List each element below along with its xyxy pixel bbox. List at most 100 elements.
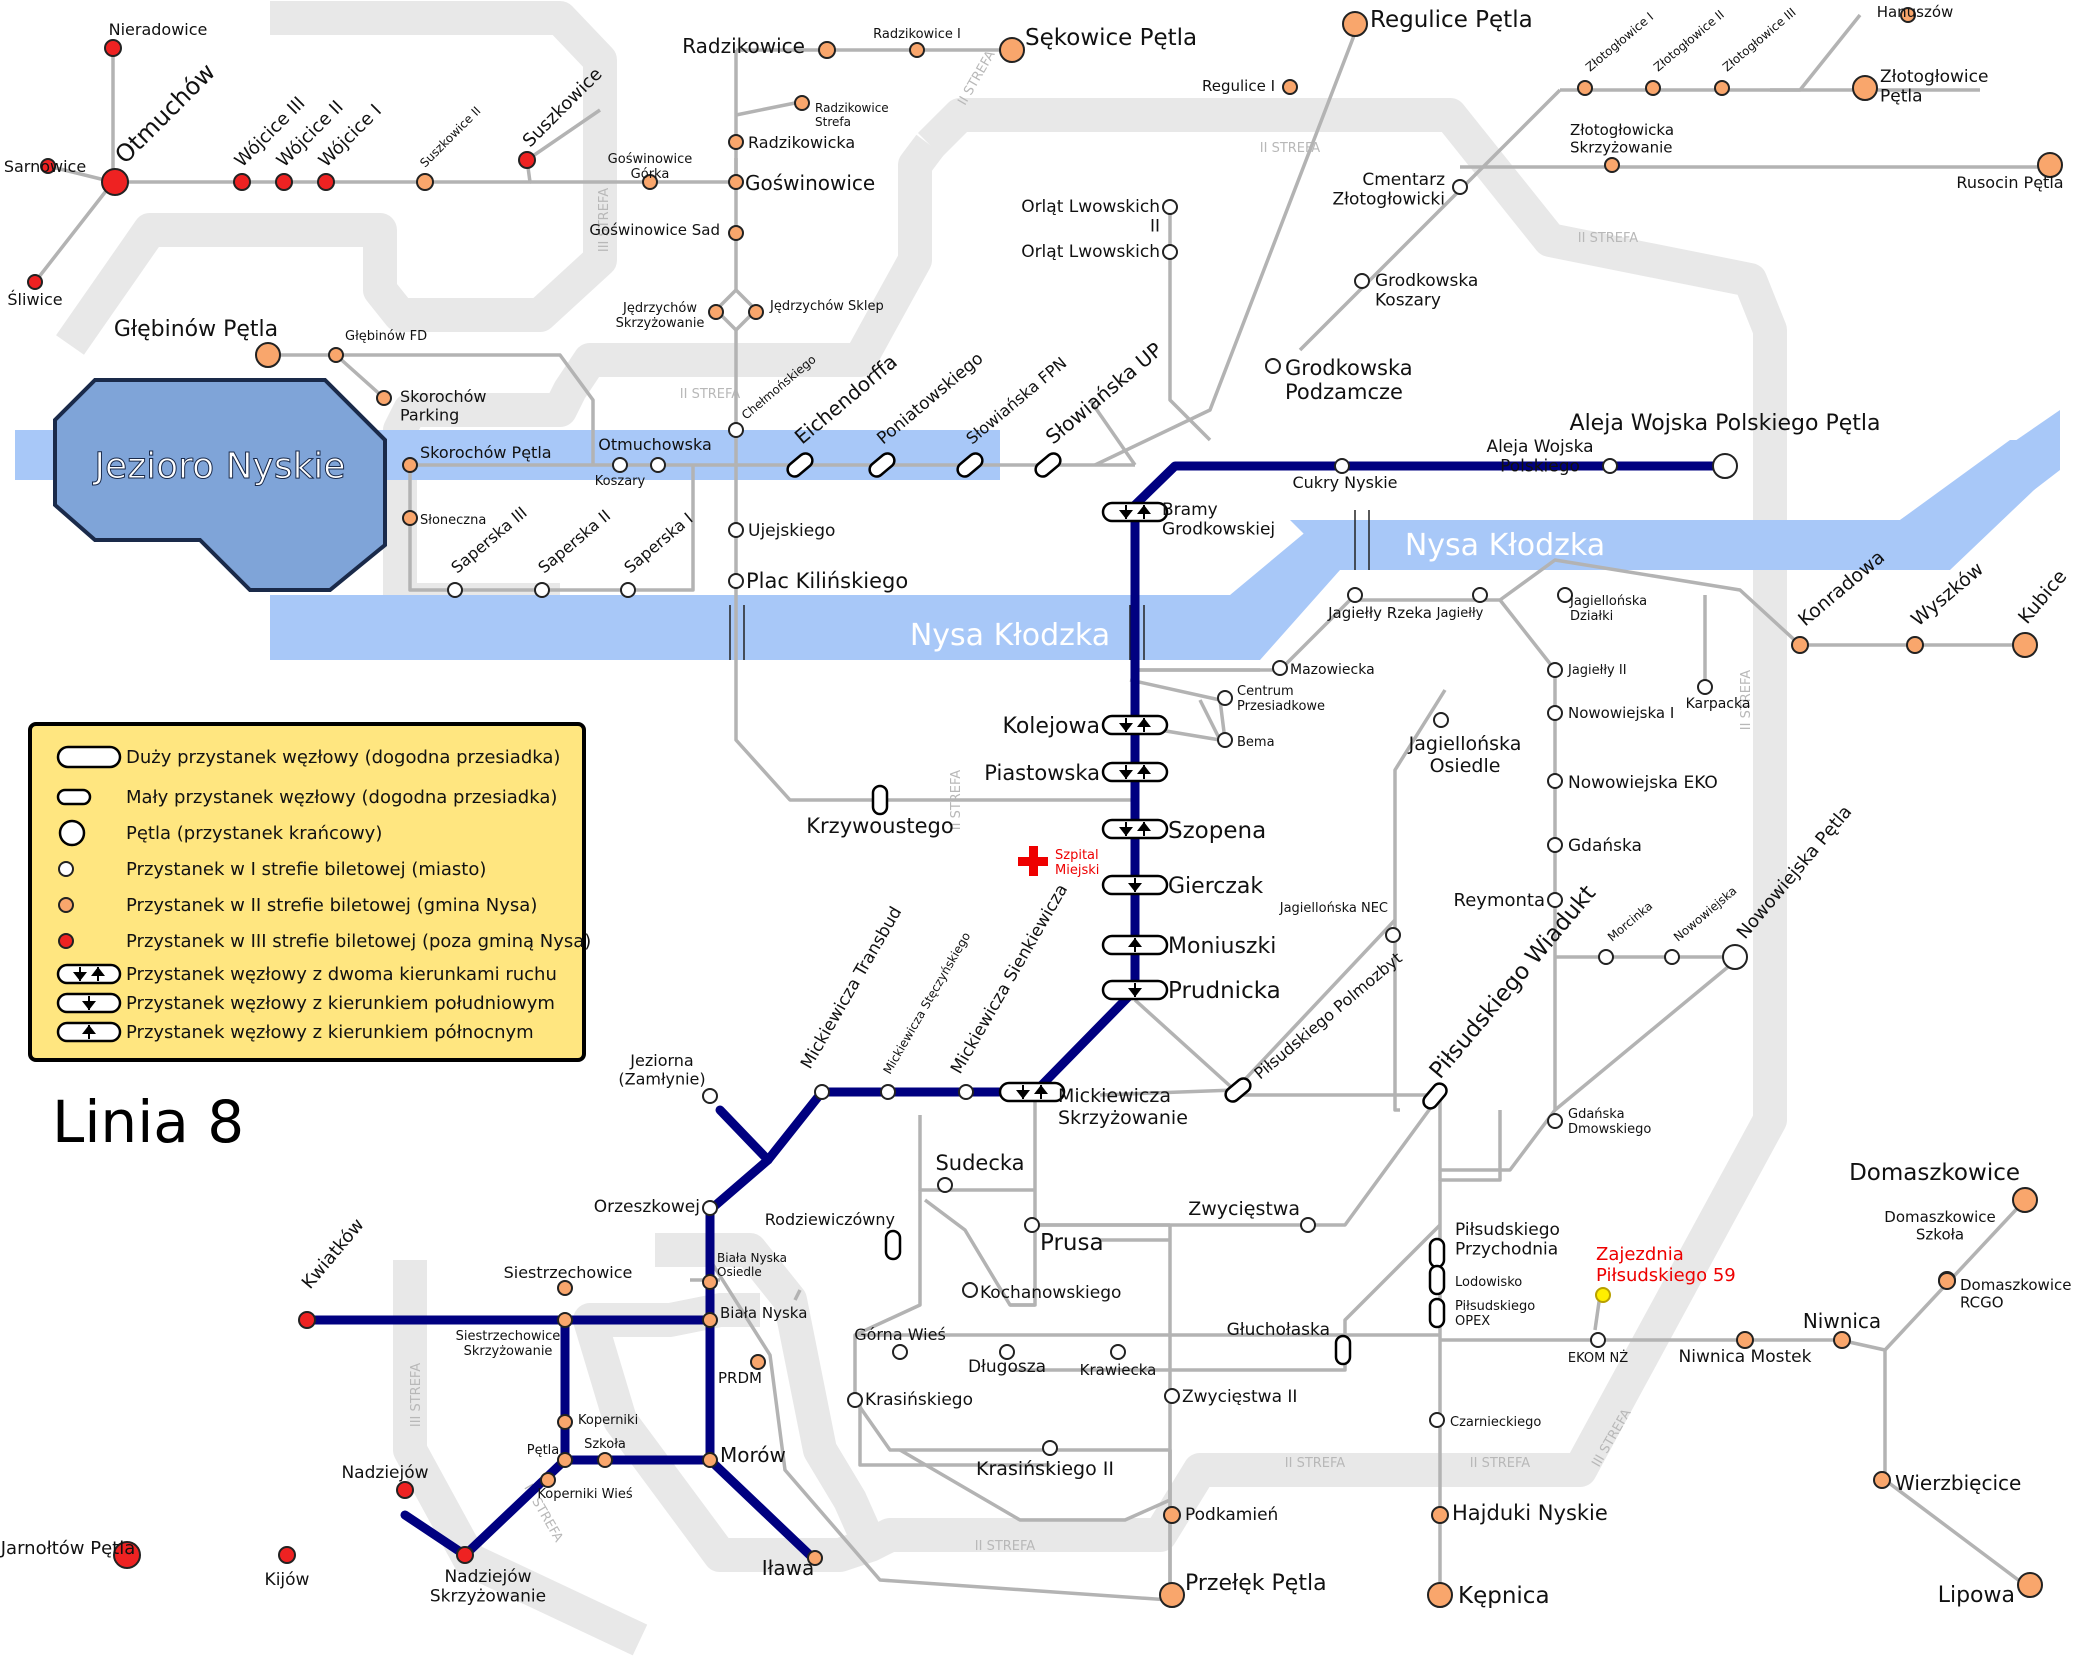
grey-line bbox=[1883, 1350, 2027, 1587]
zone-band bbox=[56, 1, 617, 355]
stop-label: Zwycięstwa bbox=[1188, 1198, 1300, 1220]
stop-label: Gierczak bbox=[1168, 874, 1263, 899]
bus-stop bbox=[1347, 587, 1363, 603]
bus-stop bbox=[2012, 1187, 2038, 1213]
stop-label: Bema bbox=[1237, 735, 1275, 750]
stop-label: Ujejskiego bbox=[748, 521, 835, 541]
bus-stop bbox=[962, 1282, 978, 1298]
bus-stop bbox=[728, 522, 744, 538]
junction-stop bbox=[1101, 761, 1169, 783]
bus-stop bbox=[958, 1084, 974, 1100]
legend-item: Pętla (przystanek krańcowy) bbox=[58, 819, 382, 847]
stop-label: Saperska II bbox=[534, 506, 614, 577]
stop-label: Sarnowice bbox=[4, 157, 86, 176]
bus-stop bbox=[1162, 244, 1178, 260]
stop-label: Regulice Pętla bbox=[1370, 7, 1533, 33]
stop-label: Hajduki Nyskie bbox=[1452, 1501, 1608, 1525]
river-label: Nysa Kłodzka bbox=[910, 618, 1110, 653]
legend-label: Przystanek w III strefie biletowej (poza… bbox=[126, 931, 591, 952]
bus-stop bbox=[597, 1452, 613, 1468]
stop-label: Jagiełły Rzeka bbox=[1327, 604, 1432, 622]
bus-stop bbox=[1472, 587, 1488, 603]
stop-label: Cukry Nyskie bbox=[1292, 473, 1397, 492]
bus-stop bbox=[847, 1392, 863, 1408]
zone-band bbox=[655, 1233, 886, 1552]
stop-label: Mickiewicza Transbud bbox=[797, 903, 906, 1072]
stop-label: Jeziorna(Zamłynie) bbox=[618, 1051, 705, 1088]
node-stop bbox=[868, 452, 896, 478]
zone-label: II STREFA bbox=[1470, 1456, 1531, 1471]
river-nysa-klodzka bbox=[270, 410, 2060, 660]
grey-line bbox=[1088, 399, 1137, 466]
node-stop bbox=[1034, 452, 1062, 478]
grey-line bbox=[1298, 88, 1562, 352]
stop-label: Lipowa bbox=[1938, 1583, 2015, 1608]
stop-label: Pętla bbox=[527, 1443, 560, 1458]
stop-label: Hanuszów bbox=[1877, 3, 1954, 21]
grey-line bbox=[923, 1095, 1037, 1307]
legend-label: Przystanek w I strefie biletowej (miasto… bbox=[126, 859, 486, 880]
legend-item: Przystanek węzłowy z kierunkiem południo… bbox=[56, 992, 555, 1014]
stop-label: Niwnica Mostek bbox=[1679, 1347, 1812, 1367]
bus-stop bbox=[1736, 1331, 1754, 1349]
zone-label: II STREFA bbox=[1260, 141, 1321, 156]
bus-stop bbox=[728, 573, 744, 589]
bus-stop bbox=[1431, 1506, 1449, 1524]
stop-label: Krawiecka bbox=[1080, 1361, 1157, 1379]
legend-item: Mały przystanek węzłowy (dogodna przesia… bbox=[56, 787, 557, 808]
bus-stop bbox=[748, 304, 764, 320]
line-8-segment bbox=[400, 1510, 470, 1560]
stop-label: Lodowisko bbox=[1455, 1275, 1522, 1290]
bus-stop bbox=[702, 1200, 718, 1216]
bus-stop bbox=[317, 173, 335, 191]
stop-label: Szkoła bbox=[584, 1437, 626, 1452]
bus-stop bbox=[1162, 199, 1178, 215]
stop-label: Koperniki bbox=[578, 1413, 638, 1428]
node-stop bbox=[884, 1229, 902, 1261]
bus-stop bbox=[702, 1452, 718, 1468]
stop-label: Szopena bbox=[1168, 818, 1266, 844]
stop-label: Moniuszki bbox=[1168, 934, 1276, 959]
stop-label: Długosza bbox=[968, 1357, 1046, 1377]
node-stop bbox=[1422, 1082, 1448, 1110]
stop-label: Iława bbox=[762, 1556, 814, 1580]
bus-stop bbox=[620, 582, 636, 598]
junction-stop bbox=[1101, 714, 1169, 736]
bus-stop bbox=[1547, 892, 1563, 908]
stop-label: Karpacka bbox=[1686, 696, 1751, 712]
bus-stop bbox=[1547, 705, 1563, 721]
stop-label: Sękowice Pętla bbox=[1025, 25, 1197, 51]
map-title: Linia 8 bbox=[52, 1088, 244, 1156]
bus-stop bbox=[814, 1084, 830, 1100]
bus-stop bbox=[1604, 157, 1620, 173]
hospital-icon bbox=[1018, 846, 1048, 876]
node-stop bbox=[1334, 1334, 1352, 1366]
bus-stop bbox=[1334, 458, 1350, 474]
stop-label: Skorochów Pętla bbox=[420, 443, 552, 462]
bus-stop bbox=[1598, 949, 1614, 965]
bus-stop bbox=[518, 151, 536, 169]
bus-stop bbox=[1697, 679, 1713, 695]
stop-label: Niwnica bbox=[1803, 1309, 1881, 1333]
node-stop bbox=[871, 784, 889, 816]
legend-item: Przystanek w II strefie biletowej (gmina… bbox=[58, 895, 537, 916]
stop-label: Jagiellońska NEC bbox=[1279, 901, 1388, 916]
grey-line bbox=[735, 100, 801, 117]
stop-label: Kochanowskiego bbox=[980, 1283, 1121, 1303]
stop-label: Kolejowa bbox=[1003, 714, 1101, 739]
bus-stop bbox=[1433, 712, 1449, 728]
legend-label: Mały przystanek węzłowy (dogodna przesia… bbox=[126, 787, 557, 808]
stop-label: Krasińskiego bbox=[865, 1390, 973, 1410]
